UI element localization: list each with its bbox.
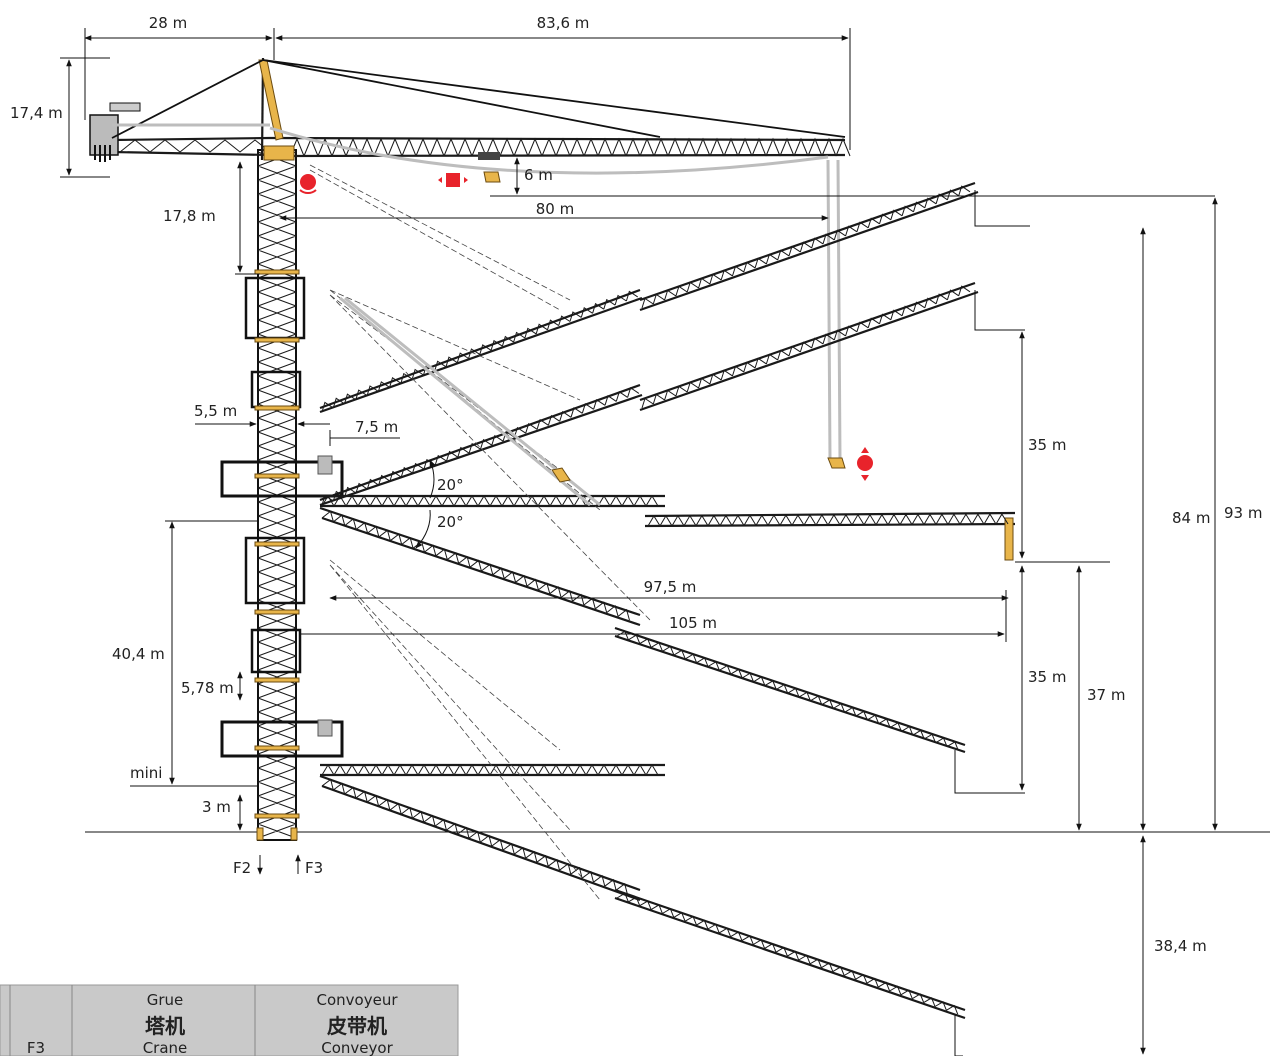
table-crane-fr: Grue <box>147 991 184 1009</box>
table-conveyor-zh: 皮带机 <box>327 1014 387 1038</box>
table-col-f3: F3 <box>27 1039 45 1056</box>
dim-angle-down: 20° <box>437 513 464 531</box>
top-jib <box>89 57 851 461</box>
dim-hook-height: 6 m <box>524 166 553 184</box>
dim-jib-radius: 80 m <box>536 200 574 218</box>
force-down-label: F2 <box>233 859 251 877</box>
legend-table: F3 Grue 塔机 Crane Convoyeur 皮带机 Conveyor <box>0 984 459 1056</box>
dim-mast-width: 5,5 m <box>194 402 237 420</box>
dim-base-min: mini <box>130 764 162 782</box>
dimension-lines <box>60 28 1218 1055</box>
dim-depth-below: 38,4 m <box>1154 937 1207 955</box>
dim-collar-offset: 7,5 m <box>355 418 398 436</box>
dim-counter-jib: 28 m <box>149 14 187 32</box>
dim-luff-lower: 35 m <box>1028 668 1066 686</box>
luffing-jibs <box>309 164 1030 1056</box>
dim-reach-b: 105 m <box>669 614 717 632</box>
dim-height-37: 37 m <box>1087 686 1125 704</box>
dim-upper-section: 17,8 m <box>163 207 216 225</box>
dim-luff-upper: 35 m <box>1028 436 1066 454</box>
dim-head-height: 17,4 m <box>10 104 63 122</box>
dim-lower-travel: 40,4 m <box>112 645 165 663</box>
dim-step: 5,78 m <box>181 679 234 697</box>
dim-angle-up: 20° <box>437 476 464 494</box>
table-conveyor-fr: Convoyeur <box>317 991 399 1009</box>
table-conveyor-en: Conveyor <box>321 1039 393 1056</box>
force-up-label: F3 <box>305 859 323 877</box>
table-crane-en: Crane <box>143 1039 188 1056</box>
dim-height-93: 93 m <box>1224 504 1262 522</box>
dim-height-84: 84 m <box>1172 509 1210 527</box>
dim-reach-a: 97,5 m <box>644 578 697 596</box>
tower-mast <box>220 149 344 841</box>
dim-base-height: 3 m <box>202 798 231 816</box>
table-crane-zh: 塔机 <box>145 1014 185 1038</box>
dimension-labels: 28 m 83,6 m 17,4 m 6 m 17,8 m 80 m 5,5 m… <box>10 14 1262 955</box>
dim-jib-total: 83,6 m <box>537 14 590 32</box>
